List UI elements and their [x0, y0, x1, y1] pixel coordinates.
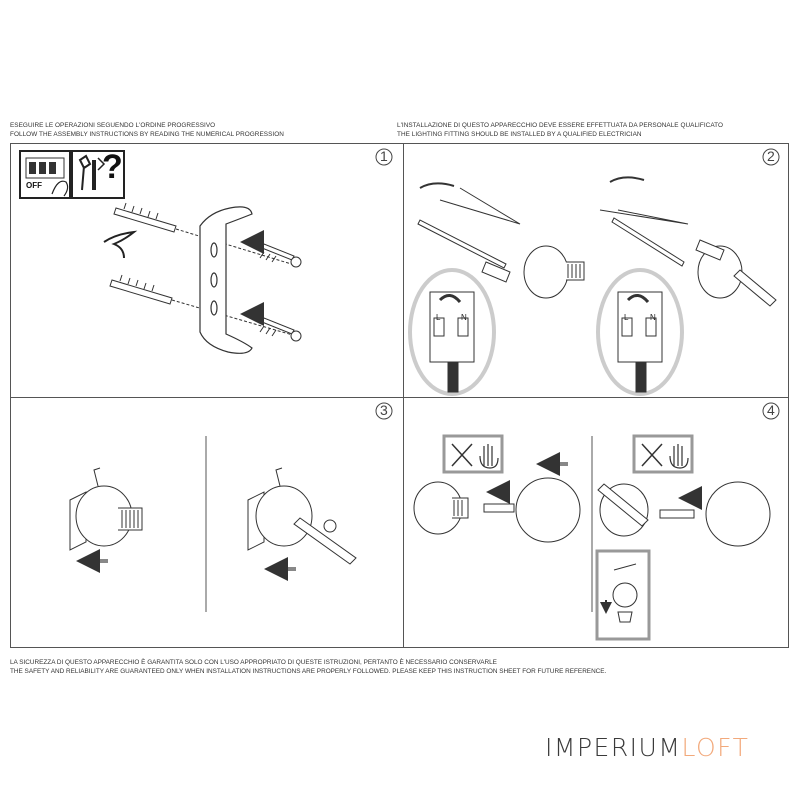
step-1-circle — [375, 148, 393, 166]
terminal-block-left — [408, 268, 496, 396]
wall-bracket — [199, 206, 253, 354]
header-left: ESEGUIRE LE OPERAZIONI SEGUENDO L'ORDINE… — [10, 122, 284, 139]
header-right: L'INSTALLAZIONE DI QUESTO APPARECCHIO DE… — [397, 122, 723, 139]
screw-top — [259, 243, 302, 268]
footer-english: THE SAFETY AND RELIABILITY ARE GUARANTEE… — [10, 667, 607, 675]
bulb-socket-left — [413, 477, 581, 543]
header-left-italian: ESEGUIRE LE OPERAZIONI SEGUENDO L'ORDINE… — [10, 122, 216, 129]
terminal-l-label: L — [436, 313, 441, 322]
terminal-l-label-right: L — [624, 313, 629, 322]
bulb-install-inset — [595, 549, 651, 641]
lamp-holder-right — [247, 467, 357, 565]
question-mark-icon: ? — [102, 148, 123, 186]
step-number-2: 2 — [767, 148, 775, 164]
terminal-n-label: N — [461, 313, 467, 322]
step-3-circle — [375, 402, 393, 420]
footer-notice: LA SICUREZZA DI QUESTO APPARECCHIO È GAR… — [10, 659, 606, 676]
step-number-1: 1 — [380, 148, 388, 164]
instruction-grid — [10, 143, 789, 648]
brand-part-loft: LOFT — [681, 733, 750, 762]
step-2-circle — [762, 148, 780, 166]
header-right-english: THE LIGHTING FITTING SHOULD BE INSTALLED… — [397, 130, 642, 138]
power-off-icon — [19, 150, 71, 199]
terminal-n-label-right: N — [650, 313, 656, 322]
hand-icon — [103, 230, 138, 259]
step-number-4: 4 — [767, 402, 775, 418]
wiring-right — [599, 176, 777, 307]
header-left-english: FOLLOW THE ASSEMBLY INSTRUCTIONS BY READ… — [10, 130, 284, 138]
grid-vertical-divider — [403, 143, 404, 648]
header-right-italian: L'INSTALLAZIONE DI QUESTO APPARECCHIO DE… — [397, 122, 724, 129]
brand-part-imperium: IMPERIUM — [545, 733, 682, 762]
wiring-left — [417, 182, 585, 299]
brand-logo: IMPERIUMLOFT — [545, 733, 749, 762]
wall-plug-top — [113, 202, 299, 267]
screw-bottom — [259, 317, 302, 342]
step-number-3: 3 — [380, 402, 388, 418]
footer-italian: LA SICUREZZA DI QUESTO APPARECCHIO È GAR… — [10, 659, 497, 666]
no-gloves-icon-right — [632, 434, 694, 474]
terminal-block-right — [596, 268, 684, 396]
grid-horizontal-divider — [10, 397, 789, 398]
bulb-socket-right — [597, 481, 771, 547]
tools-icon — [71, 150, 125, 199]
off-label: OFF — [26, 181, 42, 190]
wall-plug-bottom — [109, 274, 297, 337]
lamp-holder-left — [69, 467, 143, 551]
step-4-circle — [762, 402, 780, 420]
no-gloves-icon — [442, 434, 504, 474]
